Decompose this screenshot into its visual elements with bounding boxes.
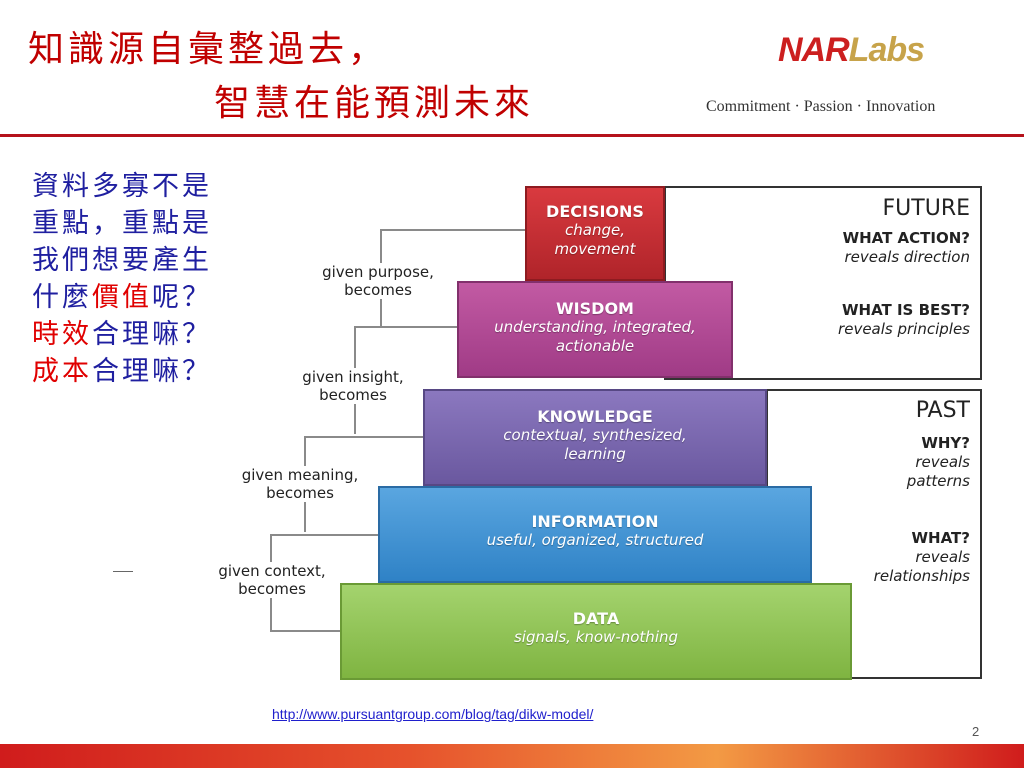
layer-decisions: DECISIONS change, movement [525,186,665,281]
layer-subtitle: understanding, integrated, [494,318,696,336]
connector-segment [380,305,382,325]
layer-subtitle: movement [554,240,636,258]
side-note-line: 成本合理嘛？ [32,353,212,390]
side-note-highlight: 價值 [92,282,152,313]
side-note-line: 時效合理嘛？ [32,316,212,353]
transition-text: given purpose, [322,263,434,281]
layer-knowledge: KNOWLEDGE contextual, synthesized, learn… [423,389,767,486]
slide-title-line1: 知識源自彙整過去， [28,29,389,70]
transition-text: given insight, [302,368,404,386]
side-note-highlight: 成本 [32,356,92,387]
future-heading: FUTURE [882,196,970,221]
source-link[interactable]: http://www.pursuantgroup.com/blog/tag/di… [272,706,594,722]
side-note-fragment: 合理嘛？ [92,356,212,387]
logo-nar-text: NAR [778,31,850,69]
transition-label-meaning: given meaning, becomes [222,466,378,502]
transition-text: becomes [319,386,387,404]
side-note-highlight: 時效 [32,319,92,350]
header-divider [0,134,1024,137]
past-heading: PAST [915,398,970,423]
layer-title: INFORMATION [531,512,659,531]
transition-text: becomes [238,580,306,598]
footer-bar [0,744,1024,768]
side-note-line: 重點，重點是 [32,208,212,239]
side-note: 資料多寡不是 重點，重點是 我們想要產生 什麼價值呢？ 時效合理嘛？ 成本合理嘛… [32,168,212,390]
transition-text: becomes [266,484,334,502]
slide-title-line2: 智慧在能預測未來 [214,83,535,124]
transition-label-purpose: given purpose, becomes [302,263,454,299]
layer-title: WISDOM [556,299,634,318]
layer-title: KNOWLEDGE [537,407,653,426]
past-answer-1-line2: patterns [906,472,970,490]
transition-text: given meaning, [241,466,359,484]
side-note-fragment: 合理嘛？ [92,319,212,350]
past-answer-2-line2: relationships [873,567,970,585]
layer-subtitle: useful, organized, structured [486,531,704,549]
layer-subtitle: learning [564,445,626,463]
transition-label-context: given context, becomes [198,562,346,598]
future-question-2: WHAT IS BEST? [841,301,970,319]
layer-title: DATA [572,609,620,628]
stray-dash [113,571,133,572]
side-note-line: 我們想要產生 [32,245,212,276]
side-note-line: 資料多寡不是 [32,171,212,202]
layer-data: DATA signals, know-nothing [340,583,852,680]
transition-text: becomes [344,281,412,299]
logo-labs-text: Labs [848,31,925,69]
past-question-1: WHY? [921,434,970,452]
layer-information: INFORMATION useful, organized, structure… [378,486,812,583]
page-number: 2 [972,724,980,739]
past-answer-1-line1: reveals [915,453,970,471]
narlabs-logo: NARLabs [778,30,968,70]
transition-label-insight: given insight, becomes [285,368,421,404]
logo-tagline: Commitment · Passion · Innovation [706,98,936,115]
future-answer-2: reveals principles [838,320,970,338]
layer-title: DECISIONS [546,202,644,221]
future-question-1: WHAT ACTION? [842,229,970,247]
side-note-line: 什麼價值呢？ [32,279,212,316]
layer-subtitle: change, [565,221,625,239]
future-answer-1: reveals direction [844,248,970,266]
side-note-fragment: 呢？ [152,282,212,313]
side-note-fragment: 什麼 [32,282,92,313]
layer-subtitle: signals, know-nothing [513,628,679,646]
transition-text: given context, [218,562,326,580]
past-question-2: WHAT? [911,529,970,547]
layer-subtitle: actionable [555,337,635,355]
layer-subtitle: contextual, synthesized, [503,426,687,444]
past-answer-2-line1: reveals [915,548,970,566]
layer-wisdom: WISDOM understanding, integrated, action… [457,281,733,378]
